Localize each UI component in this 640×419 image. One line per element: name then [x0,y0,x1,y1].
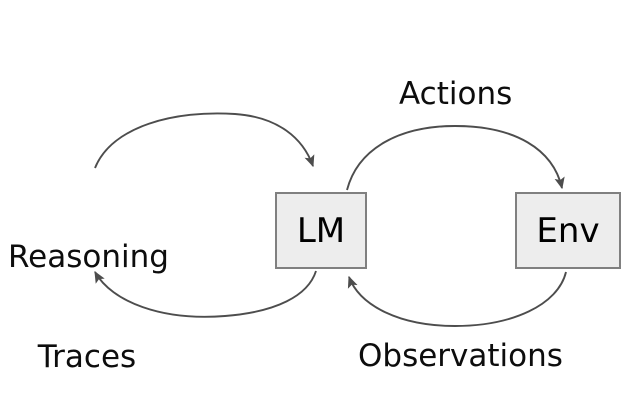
edge-reasoning-traces-out [94,270,317,318]
edge-label-reasoning-traces: Reasoning Traces [8,174,169,419]
edge-label-reasoning-traces-line-two: Traces [37,339,137,376]
node-lm[interactable]: LM [275,192,367,269]
edge-actions [346,125,565,191]
node-lm-label: LM [296,210,346,251]
edge-reasoning-traces-in [94,112,315,169]
node-env-label: Env [536,210,600,251]
edge-label-observations: Observations [358,338,563,374]
edge-label-actions: Actions [399,76,513,112]
edge-label-reasoning-traces-line-one: Reasoning [8,238,169,275]
node-env[interactable]: Env [515,192,621,269]
edge-observations [347,271,567,327]
